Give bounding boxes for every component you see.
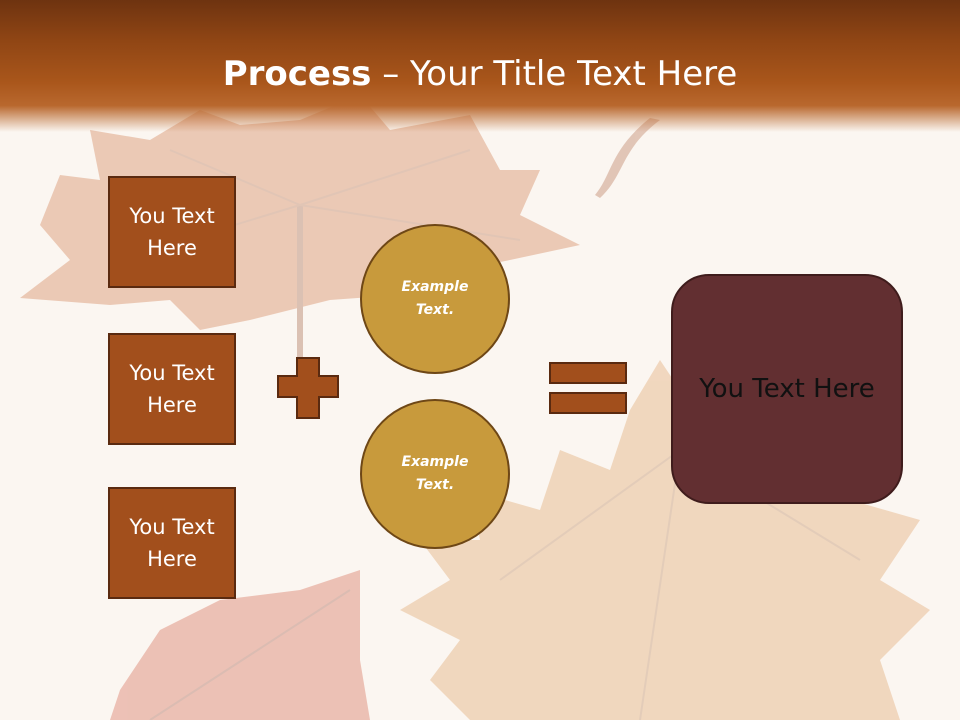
slide-title: Process – Your Title Text Here: [0, 52, 960, 96]
example-circle-1: Example Text.: [360, 224, 510, 374]
input-box-1: You Text Here: [108, 176, 236, 288]
result-label: You Text Here: [699, 374, 875, 404]
example-circle-2-label: Example Text.: [401, 454, 469, 493]
input-box-2: You Text Here: [108, 333, 236, 445]
input-box-3: You Text Here: [108, 487, 236, 599]
example-circle-1-label: Example Text.: [401, 279, 469, 318]
result-box: You Text Here: [671, 274, 903, 504]
example-circle-2: Example Text.: [360, 399, 510, 549]
plus-icon: [277, 357, 339, 419]
title-rest: – Your Title Text Here: [371, 54, 738, 94]
title-bar: [0, 0, 960, 132]
input-box-2-label: You Text Here: [129, 361, 215, 417]
title-bold: Process: [222, 54, 372, 94]
leaf-bottom-left: [110, 570, 370, 720]
input-box-1-label: You Text Here: [129, 204, 215, 260]
input-box-3-label: You Text Here: [129, 515, 215, 571]
equals-icon: [549, 362, 627, 414]
